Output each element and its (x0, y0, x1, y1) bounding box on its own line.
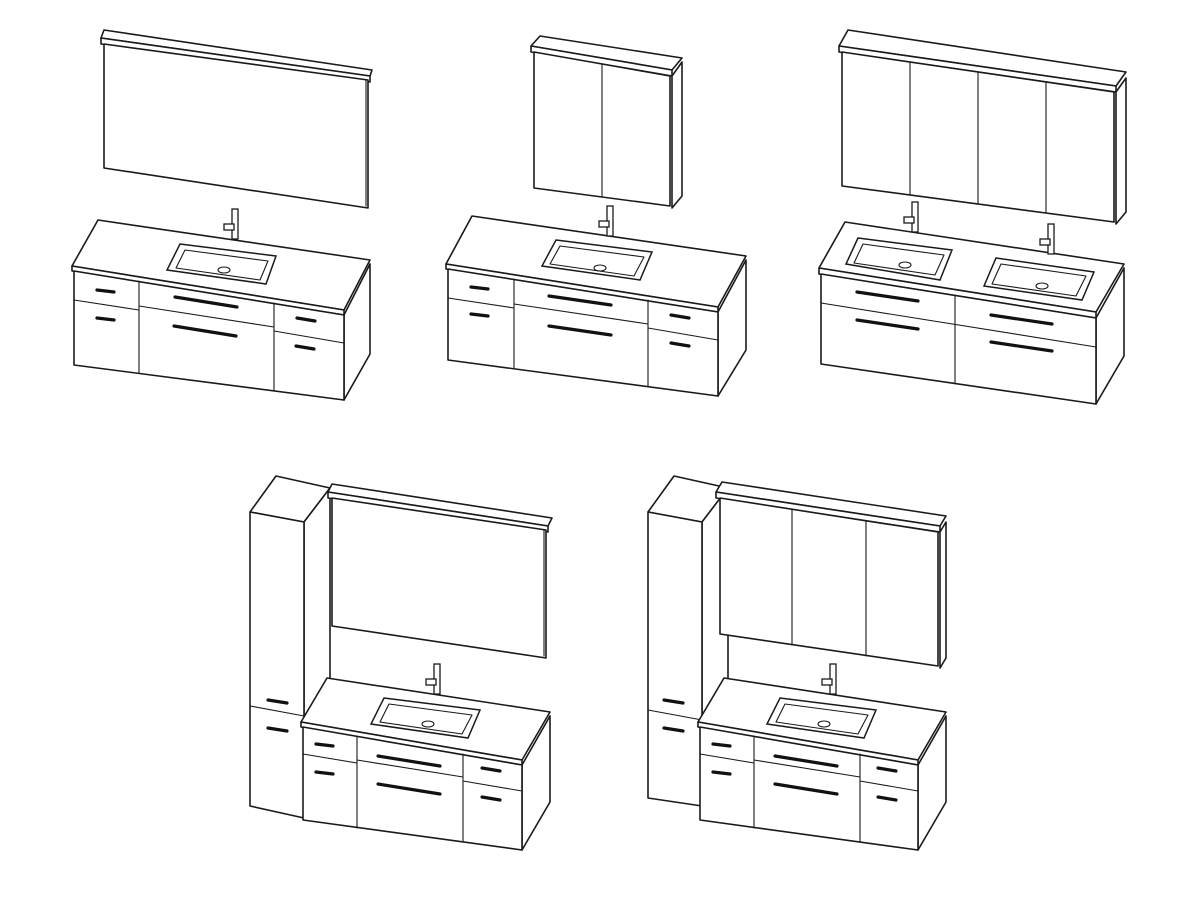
faucet (903, 201, 919, 233)
faucet (1039, 223, 1055, 255)
drawer-handle (773, 754, 839, 768)
variant-2 (445, 35, 747, 397)
basin (165, 243, 278, 285)
drawer-handle (480, 766, 502, 773)
faucet (598, 205, 614, 237)
drawer-handle (376, 782, 442, 796)
drawer-handle (95, 316, 116, 322)
mirror-cabinet (530, 35, 683, 209)
faucet (425, 663, 441, 695)
mirror (100, 29, 373, 209)
drawer-handle (173, 295, 239, 309)
drawer-handle (480, 795, 502, 802)
drawer-handle (876, 766, 898, 773)
drawer-handle (989, 313, 1054, 326)
drawer-handle (711, 742, 732, 748)
vanity (445, 205, 747, 397)
drawer-handle (855, 290, 920, 303)
drawer-handle (773, 782, 839, 796)
vanity (300, 663, 551, 851)
drawer-handle (547, 294, 613, 307)
drawer-handle (469, 285, 490, 291)
drawer-handle (662, 726, 685, 733)
variant-4 (249, 475, 553, 851)
faucet (223, 208, 239, 240)
drawer-handle (295, 316, 317, 323)
drawer-handle (855, 318, 920, 331)
mirror (327, 483, 553, 659)
drawer-handle (711, 770, 732, 776)
variant-5 (647, 475, 947, 851)
basin (765, 697, 878, 739)
mirror-cabinet (838, 29, 1127, 225)
drawer-handle (294, 344, 316, 351)
vanity (818, 201, 1125, 405)
faucet (821, 663, 837, 695)
vanity (697, 663, 947, 851)
variant-3 (818, 29, 1127, 405)
variant-1 (71, 29, 373, 401)
drawer-handle (547, 324, 613, 337)
basin (540, 239, 654, 281)
drawer-handle (989, 340, 1054, 353)
drawer-handle (314, 742, 335, 748)
drawer-handle (376, 754, 442, 768)
drawer-handle (266, 698, 289, 705)
drawer-handle (95, 288, 116, 294)
mirror-cabinet (715, 481, 947, 669)
vanity (71, 208, 371, 401)
basin (982, 257, 1096, 301)
basin (844, 237, 954, 281)
basin (369, 697, 482, 739)
drawer-handle (669, 313, 691, 320)
drawer-handle (669, 341, 691, 348)
drawer-handle (172, 324, 238, 338)
drawer-handle (662, 698, 685, 705)
drawer-handle (876, 795, 898, 802)
drawer-handle (266, 726, 289, 733)
drawer-handle (314, 770, 335, 776)
drawer-handle (469, 312, 490, 318)
